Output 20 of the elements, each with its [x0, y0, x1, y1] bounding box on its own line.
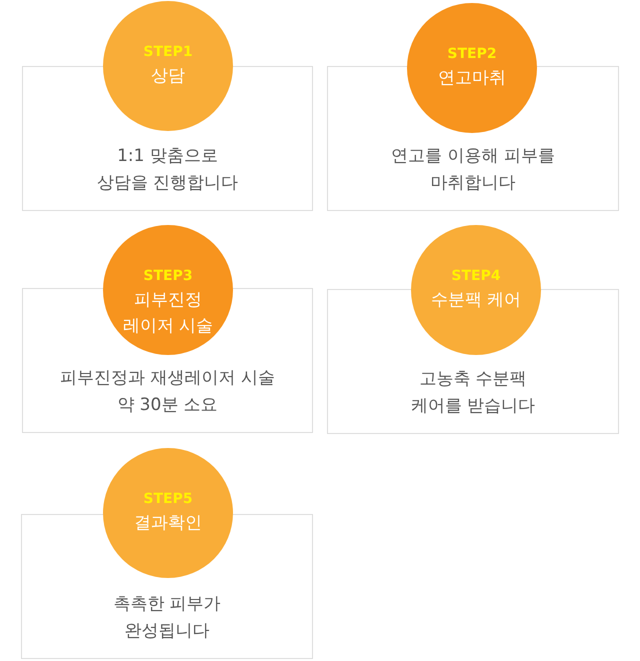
- step-circle: [407, 3, 537, 133]
- step-description: 1:1 맞춤으로 상담을 진행합니다: [96, 145, 238, 195]
- step-description: 피부진정과 재생레이저 시술 약 30분 소요: [60, 367, 275, 417]
- step-number: STEP5: [143, 490, 193, 509]
- step-number: STEP2: [447, 45, 497, 64]
- step-circle: [103, 448, 233, 578]
- step-title: 상담: [151, 65, 185, 88]
- step-number: STEP3: [143, 267, 193, 286]
- step-circle: [411, 225, 541, 355]
- step-title: 피부진정 레이저 시술: [122, 289, 214, 338]
- step-description: 고농축 수분팩 케어를 받습니다: [410, 368, 536, 418]
- step-description: 촉촉한 피부가 완성됩니다: [113, 593, 221, 643]
- step-number: STEP1: [143, 43, 193, 62]
- step-circle: [103, 225, 233, 355]
- step-title: 연고마취: [438, 67, 506, 90]
- step-circle: [103, 1, 233, 131]
- step-title: 수분팩 케어: [430, 289, 522, 312]
- step-number: STEP4: [451, 267, 501, 286]
- step-title: 결과확인: [134, 512, 202, 535]
- step-description: 연고를 이용해 피부를 마취합니다: [391, 145, 555, 195]
